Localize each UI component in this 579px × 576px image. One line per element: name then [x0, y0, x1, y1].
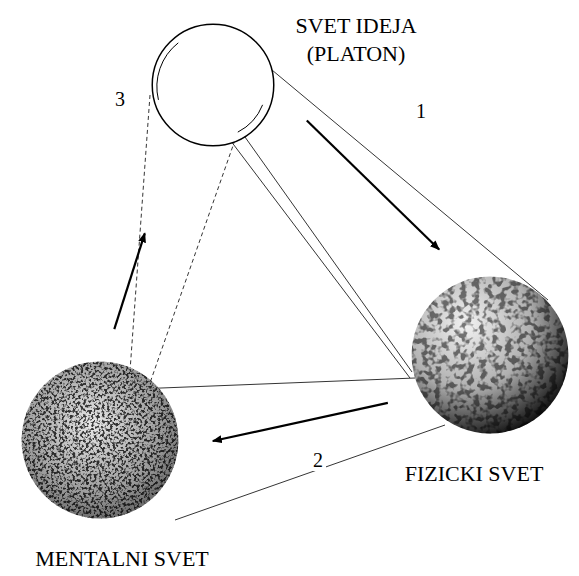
cone-line [240, 130, 412, 372]
flow-arrow [114, 233, 144, 329]
flow-arrow [307, 121, 439, 250]
sphere-outline [151, 23, 275, 147]
callout-number: 3 [112, 88, 128, 110]
flow-arrow [213, 403, 388, 441]
world-sphere: MENTALNI SVET [20, 360, 180, 520]
world-sphere: SVET IDEJA (PLATON) [151, 23, 275, 147]
sphere-outline [20, 360, 180, 520]
cone-line [272, 70, 548, 300]
world-label: MENTALNI SVET [35, 545, 209, 573]
callout-number: 2 [310, 449, 326, 471]
sphere-outline [410, 275, 570, 435]
world-label: SVET IDEJA (PLATON) [266, 12, 446, 68]
cone-line [175, 425, 445, 520]
cone-line [215, 120, 410, 378]
world-sphere: FIZICKI SVET [410, 275, 570, 435]
callout-number: 1 [413, 100, 429, 122]
world-label: FIZICKI SVET [405, 460, 544, 488]
